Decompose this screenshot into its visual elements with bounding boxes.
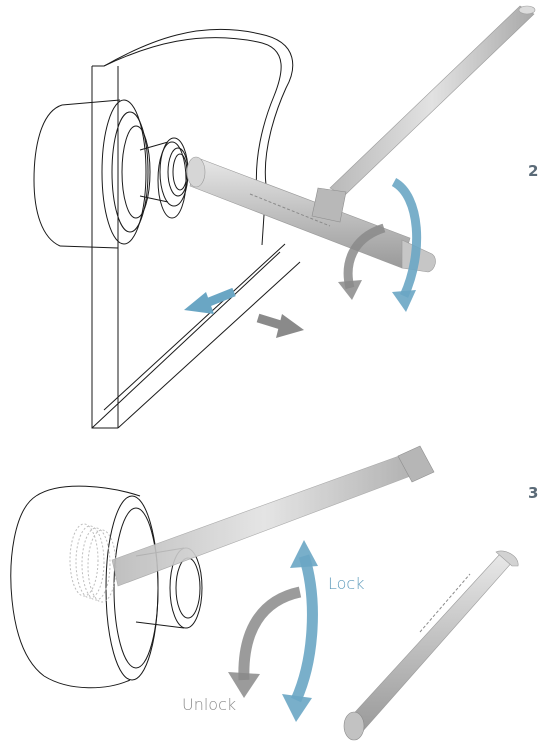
threaded-insert	[69, 523, 117, 603]
rotation-arrows-step2	[338, 178, 422, 312]
push-pull-arrows	[184, 287, 304, 338]
unlock-label: Unlock	[182, 695, 237, 714]
rotation-arrows-step3	[228, 540, 318, 722]
step-number-2: 2	[528, 162, 539, 180]
panel-outline	[91, 28, 301, 429]
connector-body	[33, 99, 189, 249]
connector-body-step3	[10, 485, 203, 689]
rotate-lock-arrow	[391, 178, 422, 298]
rotate-unlock-arrow-step3	[238, 586, 302, 681]
step-2-illustration	[33, 5, 536, 429]
step-number-3: 3	[528, 484, 539, 502]
rotate-unlock-arrow	[343, 223, 386, 290]
step-3-illustration	[10, 445, 519, 741]
lock-label: Lock	[328, 574, 365, 593]
t-handle-tool-step2	[186, 5, 536, 273]
t-handle-tool-step3	[111, 445, 519, 741]
rotate-lock-arrow-step3	[290, 554, 318, 703]
